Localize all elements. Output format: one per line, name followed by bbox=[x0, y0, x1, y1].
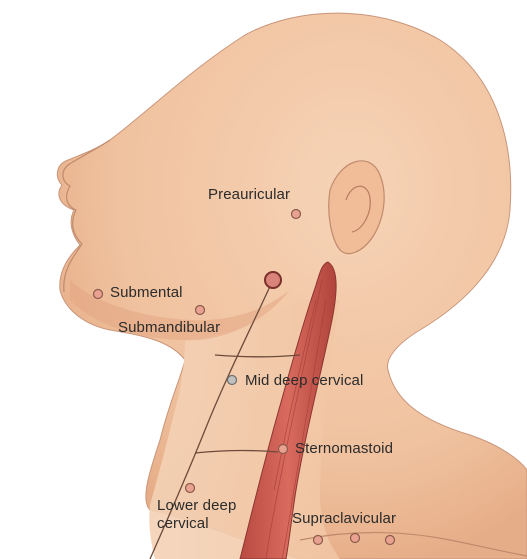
label-lowerdeep-line2: cervical bbox=[157, 515, 209, 532]
label-submandibular: Submandibular bbox=[118, 319, 220, 336]
node-submandibular bbox=[196, 306, 205, 315]
node-jugulodigastric bbox=[265, 272, 281, 288]
node-lowerdeep bbox=[186, 484, 195, 493]
label-lowerdeep: Lower deep cervical bbox=[157, 497, 236, 533]
node-submental bbox=[94, 290, 103, 299]
node-sternomastoid bbox=[279, 445, 288, 454]
node-supraclav-1 bbox=[314, 536, 323, 545]
label-sternomastoid: Sternomastoid bbox=[295, 440, 393, 457]
node-preauricular bbox=[292, 210, 301, 219]
node-supraclav-3 bbox=[386, 536, 395, 545]
node-middeep bbox=[228, 376, 237, 385]
label-preauricular: Preauricular bbox=[208, 186, 290, 203]
label-middeep: Mid deep cervical bbox=[245, 372, 363, 389]
label-lowerdeep-line1: Lower deep bbox=[157, 497, 236, 514]
node-supraclav-2 bbox=[351, 534, 360, 543]
label-supraclavicular: Supraclavicular bbox=[292, 510, 396, 527]
label-submental: Submental bbox=[110, 284, 183, 301]
